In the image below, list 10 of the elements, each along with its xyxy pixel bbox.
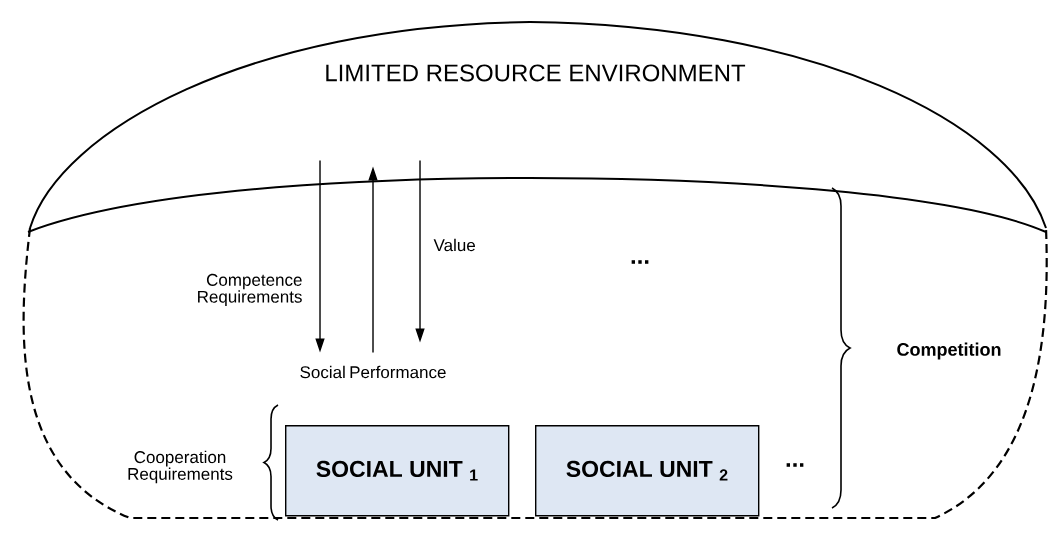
unit-box: SOCIAL UNIT $_{1}$ xyxy=(285,425,510,517)
text-label: Competition xyxy=(897,342,1001,360)
environment-band: LIMITED RESOURCE ENVIRONMENT xyxy=(27,21,1047,233)
text-label: Social Performance xyxy=(300,365,446,379)
text-label: Cooperation Requirements xyxy=(128,450,233,484)
edge-label: Value xyxy=(433,238,475,252)
unit-box: SOCIAL UNIT $_{2}$ xyxy=(535,425,760,517)
ellipsis: ... xyxy=(786,463,804,467)
edge-label: Competence Requirements xyxy=(198,273,302,307)
ellipsis: ... xyxy=(631,260,649,264)
